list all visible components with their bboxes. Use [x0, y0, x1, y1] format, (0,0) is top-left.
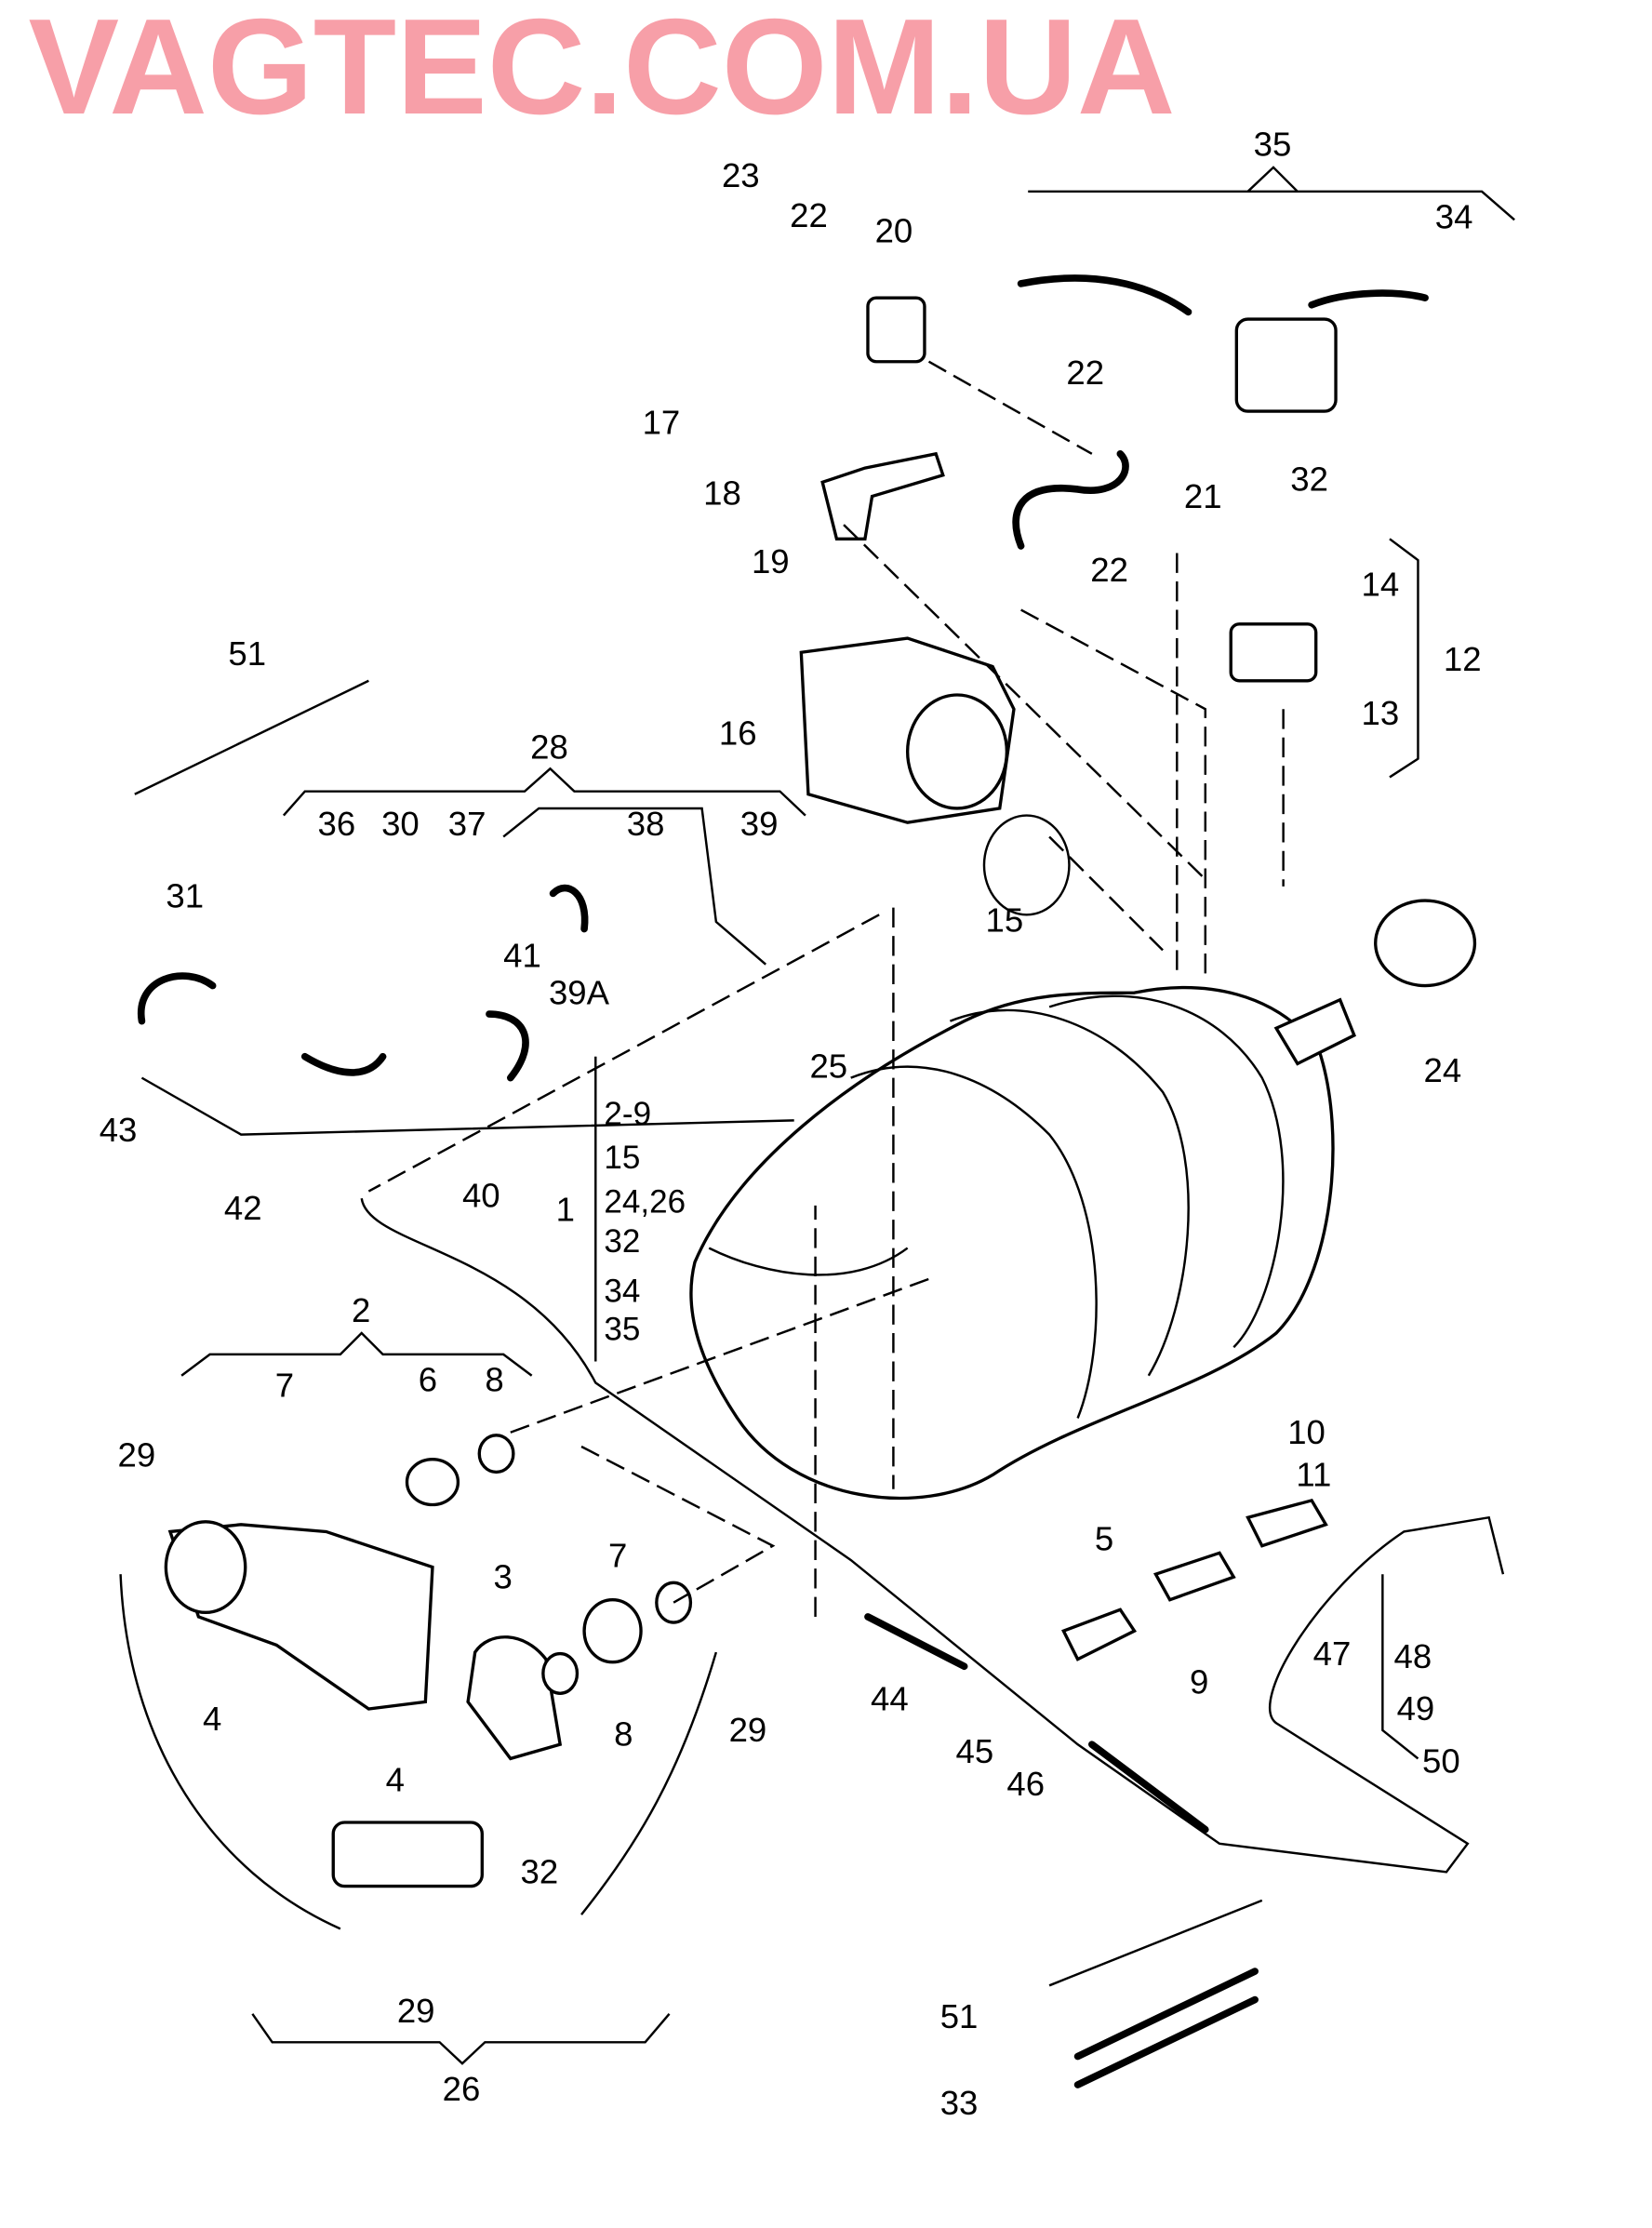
part-label: 37 [448, 805, 486, 843]
part-label: 8 [614, 1715, 633, 1754]
part-label: 51 [228, 634, 266, 673]
part-label: 15 [986, 901, 1024, 940]
watermark: VAGTEC.COM.UA [28, 0, 1175, 143]
part-label: 49 [1397, 1689, 1435, 1728]
part-label: 21 [1184, 477, 1222, 515]
part-label: 22 [1090, 551, 1128, 589]
part-label: 10 [1287, 1413, 1326, 1451]
part-label: 19 [752, 542, 790, 580]
part-label: 41 [503, 937, 541, 975]
part-label: 5 [1095, 1519, 1113, 1557]
part-label: 51 [940, 1997, 979, 2035]
part-label: 4 [386, 1760, 405, 1798]
part-label: 26 [443, 2070, 481, 2108]
sensor-24 [1374, 899, 1477, 988]
part-label: 17 [643, 403, 681, 441]
part-label: 14 [1361, 565, 1399, 603]
part-label: 31 [166, 877, 204, 915]
group-1-item: 24,26 [604, 1183, 686, 1220]
part-label: 44 [871, 1680, 909, 1718]
part-label: 29 [729, 1711, 767, 1749]
part-label: 48 [1394, 1637, 1432, 1675]
part-label: 1 [556, 1191, 575, 1229]
part-label: 32 [1290, 460, 1328, 498]
part-label: 36 [317, 805, 355, 843]
part-label: 38 [627, 805, 665, 843]
part-label: 12 [1444, 640, 1482, 678]
part-label: 25 [809, 1047, 847, 1086]
part-label: 39 [740, 805, 779, 843]
part-label: 42 [224, 1189, 262, 1227]
part-label: 4 [203, 1700, 221, 1738]
part-label: 35 [1254, 126, 1292, 164]
part-label: 22 [790, 196, 828, 234]
part-label: 43 [100, 1111, 138, 1149]
part-label: 3 [494, 1557, 513, 1595]
part-label: 7 [275, 1367, 294, 1405]
part-drawings [119, 166, 1515, 2088]
part-label: 7 [608, 1537, 627, 1575]
part-label: 8 [485, 1361, 503, 1399]
part-label: 20 [875, 212, 913, 250]
watermark-text: VAGTEC.COM.UA [28, 0, 1175, 143]
part-label: 18 [703, 474, 741, 513]
intake-manifold [689, 985, 1335, 1501]
group-1-item: 15 [604, 1140, 640, 1176]
group-1-callout: 2-9 15 24,26 32 34 35 [604, 1096, 686, 1348]
part-label: 46 [1006, 1765, 1045, 1803]
part-label: 40 [462, 1176, 500, 1214]
part-label: 28 [530, 728, 568, 767]
group-1-item: 32 [604, 1223, 640, 1260]
part-label: 39A [549, 973, 610, 1011]
group-1-item: 35 [604, 1312, 640, 1348]
part-label: 13 [1361, 694, 1399, 732]
part-label: 33 [940, 2084, 979, 2122]
part-label: 24 [1424, 1051, 1462, 1089]
part-label: 29 [118, 1435, 156, 1474]
part-label: 9 [1190, 1662, 1208, 1701]
part-label: 45 [955, 1732, 993, 1770]
part-label: 6 [419, 1361, 437, 1399]
part-label: 29 [397, 1992, 435, 2030]
part-label: 22 [1066, 354, 1104, 392]
part-label: 11 [1296, 1456, 1331, 1494]
group-1-item: 34 [604, 1273, 640, 1309]
part-label: 47 [1313, 1634, 1352, 1673]
part-label: 32 [520, 1853, 558, 1891]
part-label: 16 [719, 714, 757, 752]
part-label: 30 [381, 805, 420, 843]
part-label: 50 [1422, 1742, 1460, 1781]
part-label: 23 [722, 156, 760, 194]
part-label: 34 [1435, 197, 1473, 235]
part-label: 2 [352, 1291, 370, 1329]
group-1-item: 2-9 [604, 1096, 651, 1132]
